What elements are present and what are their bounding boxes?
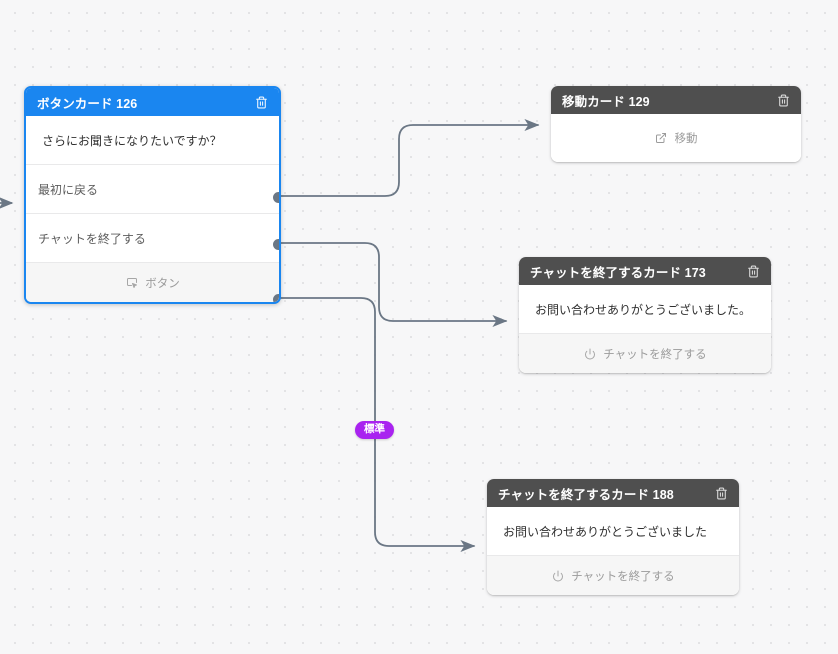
node-header: ボタンカード 126 bbox=[26, 88, 279, 116]
node-message: お問い合わせありがとうございました。 bbox=[519, 285, 771, 333]
node-message: さらにお聞きになりたいですか？ bbox=[26, 116, 279, 164]
source-handle-option-0[interactable] bbox=[273, 192, 279, 203]
source-handle-option-1[interactable] bbox=[273, 239, 279, 250]
option-label: チャットを終了する bbox=[38, 231, 146, 246]
button-pointer-icon bbox=[125, 276, 138, 289]
option-row-1[interactable]: チャットを終了する bbox=[26, 213, 279, 262]
node-title: チャットを終了するカード 188 bbox=[498, 487, 674, 502]
node-header: 移動カード 129 bbox=[551, 86, 801, 114]
node-footer-label: ボタン bbox=[145, 277, 180, 290]
trash-icon[interactable] bbox=[745, 263, 761, 279]
node-footer[interactable]: ボタン bbox=[26, 262, 279, 302]
node-footer-label: チャットを終了する bbox=[571, 570, 675, 583]
power-icon bbox=[551, 569, 564, 582]
node-header: チャットを終了するカード 173 bbox=[519, 257, 771, 285]
node-title: 移動カード 129 bbox=[562, 94, 650, 109]
node-footer[interactable]: チャットを終了する bbox=[519, 333, 771, 373]
option-label: 最初に戻る bbox=[38, 182, 99, 197]
node-title: チャットを終了するカード 173 bbox=[530, 265, 706, 280]
node-footer-label: チャットを終了する bbox=[603, 348, 707, 361]
node-footer[interactable]: チャットを終了する bbox=[487, 555, 739, 595]
node-button-card-126[interactable]: ボタンカード 126 さらにお聞きになりたいですか？ 最初に戻る チャットを終了… bbox=[24, 86, 281, 304]
power-icon bbox=[583, 347, 596, 360]
edge-126-to-173[interactable] bbox=[279, 242, 508, 328]
node-header: チャットを終了するカード 188 bbox=[487, 479, 739, 507]
node-footer-label: 移動 bbox=[674, 133, 698, 145]
external-link-icon bbox=[655, 132, 668, 145]
trash-icon[interactable] bbox=[253, 94, 269, 110]
node-title: ボタンカード 126 bbox=[37, 96, 138, 111]
node-end-chat-card-188[interactable]: チャットを終了するカード 188 お問い合わせありがとうございました チャットを… bbox=[487, 479, 739, 595]
edge-badge-standard[interactable]: 標準 bbox=[355, 421, 394, 439]
node-transfer-card-129[interactable]: 移動カード 129 移動 bbox=[551, 86, 801, 162]
node-end-chat-card-173[interactable]: チャットを終了するカード 173 お問い合わせありがとうございました。 チャット… bbox=[519, 257, 771, 373]
option-row-0[interactable]: 最初に戻る bbox=[26, 164, 279, 213]
edge-126-to-129[interactable] bbox=[279, 118, 540, 197]
trash-icon[interactable] bbox=[713, 485, 729, 501]
trash-icon[interactable] bbox=[775, 92, 791, 108]
source-handle-footer[interactable] bbox=[273, 294, 279, 302]
node-footer[interactable]: 移動 bbox=[551, 114, 801, 162]
node-message: お問い合わせありがとうございました bbox=[487, 507, 739, 555]
